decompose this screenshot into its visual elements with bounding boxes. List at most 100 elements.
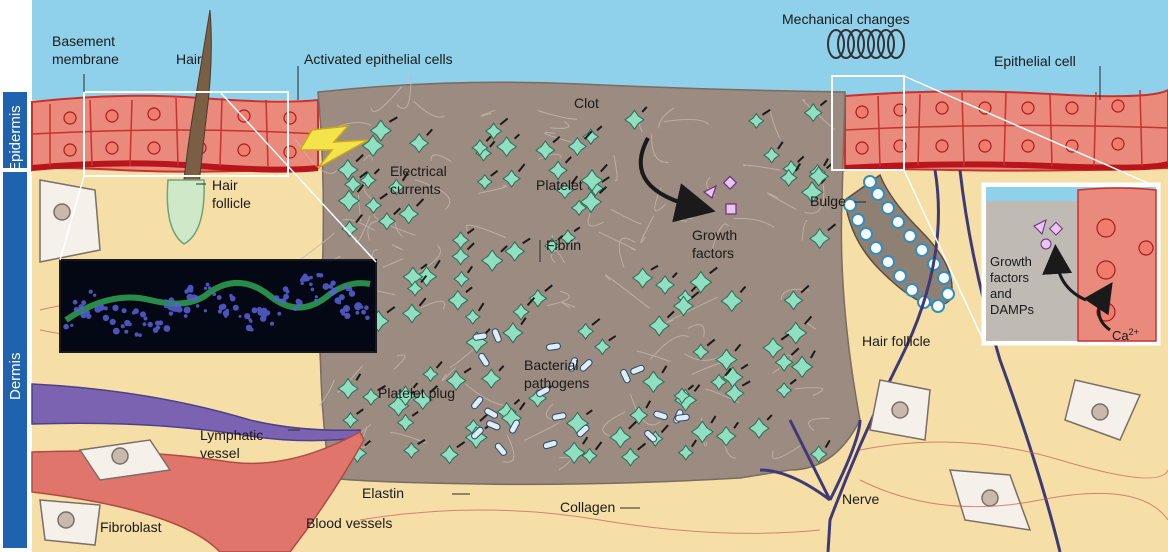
micrograph-nucleus <box>223 310 229 316</box>
growth-label-1: Growth <box>692 227 737 243</box>
micrograph-nucleus <box>140 311 146 317</box>
follicle-stem-cell <box>872 188 884 200</box>
lymphatic-label-1: Lymphatic <box>200 427 263 443</box>
micrograph-nucleus <box>135 332 139 336</box>
fluorescence-micrograph <box>60 260 376 352</box>
micrograph-nucleus <box>260 315 266 321</box>
micrograph-nucleus <box>274 295 280 301</box>
micrograph-nucleus <box>346 288 349 291</box>
micrograph-nucleus <box>356 311 360 315</box>
follicle-stem-cell <box>906 284 918 296</box>
micrograph-nucleus <box>309 283 313 287</box>
micrograph-nucleus <box>331 288 337 294</box>
micrograph-nucleus <box>153 327 159 333</box>
micrograph-nucleus <box>233 305 239 311</box>
micrograph-nucleus <box>70 324 73 327</box>
inset-label-4: DAMPs <box>990 302 1035 317</box>
platelet-label: Platelet <box>536 177 583 193</box>
micrograph-nucleus <box>316 273 320 277</box>
follicle-stem-cell <box>870 242 882 254</box>
micrograph-nucleus <box>218 309 222 313</box>
lymphatic-label-2: vessel <box>200 445 240 461</box>
micrograph-nucleus <box>148 322 153 327</box>
follicle-stem-cell <box>938 272 950 284</box>
micrograph-nucleus <box>112 305 118 311</box>
micrograph-nucleus <box>315 295 318 298</box>
micrograph-nucleus <box>344 313 350 319</box>
micrograph-nucleus <box>89 290 93 294</box>
inset-label-2: factors <box>990 270 1030 285</box>
micrograph-nucleus <box>208 286 211 289</box>
micrograph-nucleus <box>74 307 79 312</box>
basement-label-2: membrane <box>52 51 119 67</box>
micrograph-nucleus <box>93 294 96 297</box>
growth-label-2: factors <box>692 245 734 261</box>
micrograph-nucleus <box>293 306 298 311</box>
micrograph-nucleus <box>217 295 222 300</box>
micrograph-nucleus <box>113 328 120 335</box>
micrograph-nucleus <box>63 324 69 330</box>
micrograph-nucleus <box>86 314 91 319</box>
micrograph-nucleus <box>168 299 172 303</box>
micrograph-nucleus <box>164 325 171 332</box>
micrograph-nucleus <box>155 321 160 326</box>
follicle-stem-cell <box>882 256 894 268</box>
micrograph-nucleus <box>350 293 353 296</box>
micrograph-nucleus <box>176 307 182 313</box>
follicle-stem-cell <box>892 216 904 228</box>
micrograph-nucleus <box>164 299 167 302</box>
micrograph-nucleus <box>206 283 210 287</box>
micrograph-nucleus <box>204 287 207 290</box>
micrograph-nucleus <box>204 309 207 312</box>
micrograph-nucleus <box>246 325 252 331</box>
micrograph-nucleus <box>94 306 101 313</box>
follicle-stem-cell <box>860 228 872 240</box>
micrograph-nucleus <box>365 316 370 321</box>
micrograph-nucleus <box>249 320 252 323</box>
inset-circle-icon <box>1041 239 1051 249</box>
follicle-stem-cell <box>932 300 944 312</box>
micrograph-nucleus <box>213 292 217 296</box>
follicle-stem-cell <box>894 270 906 282</box>
left-epidermis <box>32 96 318 172</box>
micrograph-nucleus <box>323 283 330 290</box>
follicle-stem-cell <box>904 230 916 242</box>
micrograph-nucleus <box>169 311 173 315</box>
micrograph-nucleus <box>252 307 258 313</box>
micrograph-nucleus <box>110 319 116 325</box>
square-growth-factor-icon <box>726 204 736 214</box>
micrograph-nucleus <box>239 315 242 318</box>
follicle-stem-cell <box>852 214 864 226</box>
electrical-label-1: Electrical <box>390 163 447 179</box>
micrograph-nucleus <box>196 304 200 308</box>
electrical-label-2: currents <box>390 181 441 197</box>
hair-follicle-left-label-2: follicle <box>212 195 251 211</box>
micrograph-nucleus <box>364 305 369 310</box>
micrograph-nucleus <box>270 322 274 326</box>
follicle-stem-cell <box>942 288 954 300</box>
micrograph-nucleus <box>78 304 84 310</box>
micrograph-nucleus <box>301 275 308 282</box>
fibroblast-label: Fibroblast <box>100 519 162 535</box>
micrograph-nucleus <box>220 304 226 310</box>
micrograph-nucleus <box>143 322 147 326</box>
micrograph-nucleus <box>121 324 125 328</box>
follicle-stem-cell <box>882 202 894 214</box>
epithelial-cell-label: Epithelial cell <box>994 53 1076 69</box>
micrograph-nucleus <box>301 282 304 285</box>
micrograph-nucleus <box>283 294 289 300</box>
follicle-stem-cell <box>864 176 876 188</box>
fibrin-label: Fibrin <box>546 237 581 253</box>
clot-label: Clot <box>574 95 599 111</box>
micrograph-nucleus <box>187 287 192 292</box>
mechanical-label: Mechanical changes <box>782 11 910 27</box>
micrograph-nucleus <box>277 312 281 316</box>
micrograph-nucleus <box>73 300 78 305</box>
hair-follicle-left-label-1: Hair <box>212 177 238 193</box>
activated-label: Activated epithelial cells <box>304 51 453 67</box>
basement-label-1: Basement <box>52 33 115 49</box>
micrograph-nucleus <box>296 300 303 307</box>
bacterium <box>675 414 690 422</box>
